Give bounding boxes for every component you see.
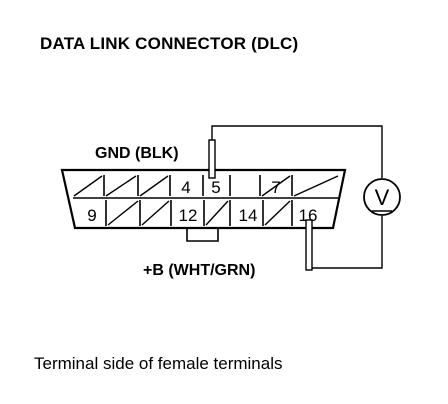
pin-4-label: 4	[181, 178, 190, 197]
pin-16-label: 16	[299, 206, 318, 225]
bottom-row-cells	[105, 200, 293, 226]
power-label: +B (WHT/GRN)	[143, 262, 255, 279]
diagram-caption: Terminal side of female terminals	[34, 354, 283, 373]
pin-14-label: 14	[239, 206, 258, 225]
voltmeter-icon: V	[363, 178, 401, 216]
top-row-cells	[103, 175, 293, 196]
ground-label: GND (BLK)	[95, 145, 179, 162]
pin-7-label: 7	[271, 178, 280, 197]
diagram-title: DATA LINK CONNECTOR (DLC)	[40, 34, 299, 53]
connector-lock-tab	[186, 228, 219, 242]
top-row-hatching	[73, 175, 339, 197]
power-probe-wire	[305, 216, 383, 271]
pin-12-label: 12	[179, 206, 198, 225]
voltmeter-symbol: V	[375, 185, 390, 210]
ground-probe-wire	[208, 125, 383, 179]
bottom-row-hatching	[107, 200, 291, 226]
connector-outline	[60, 168, 347, 230]
pin-9-label: 9	[87, 206, 96, 225]
pin-5-label: 5	[211, 178, 220, 197]
